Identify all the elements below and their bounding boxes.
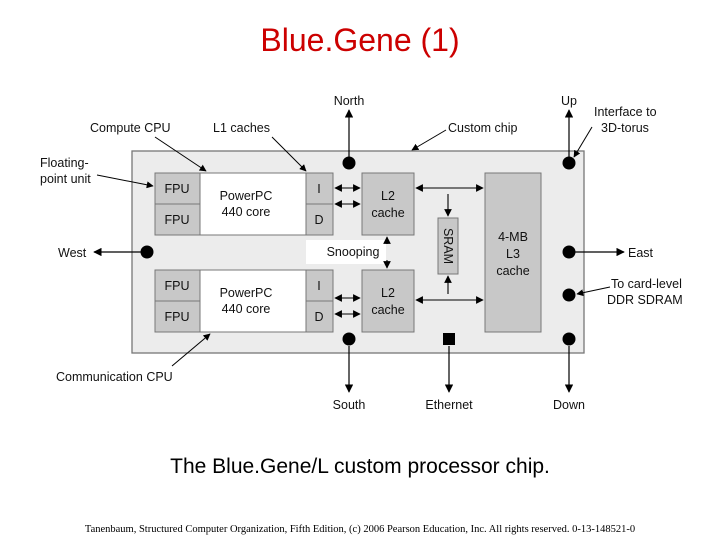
l3-line2: L3 (506, 247, 520, 261)
sram-label: SRAM (441, 228, 455, 264)
powerpc-upper-line2: 440 core (222, 205, 271, 219)
compute-cpu-pointer (154, 136, 207, 172)
fpu-upper-2-label: FPU (165, 213, 190, 227)
custom-chip-pointer (411, 129, 447, 151)
west-label: West (58, 246, 87, 260)
l1-caches-label: L1 caches (213, 121, 270, 135)
interface-label-line1: Interface to (594, 105, 657, 119)
l2-lower-line2: cache (371, 303, 404, 317)
fpu-upper-2 (154, 203, 201, 236)
down-port (562, 332, 576, 346)
fpu-upper-1-label: FPU (165, 182, 190, 196)
l1-data-cache-upper (305, 203, 334, 236)
powerpc-core-upper (199, 172, 307, 236)
north-port (342, 156, 356, 170)
snooping-area (306, 240, 386, 264)
fpu-lower-2-label: FPU (165, 310, 190, 324)
ethernet-port (443, 333, 455, 345)
communication-cpu-label: Communication CPU (56, 370, 173, 384)
card-level-label-line2: DDR SDRAM (607, 293, 683, 307)
south-port (342, 332, 356, 346)
l2-cache-lower (361, 269, 415, 333)
figure-caption: The Blue.Gene/L custom processor chip. (170, 455, 550, 478)
up-port (562, 156, 576, 170)
floating-point-label-line2: point unit (40, 172, 91, 186)
fpu-upper-1 (154, 172, 201, 205)
l3-line3: cache (496, 264, 529, 278)
up-label: Up (561, 94, 577, 108)
l1-caches-pointer (271, 136, 307, 172)
sram-block (437, 217, 459, 275)
l1-i-upper-label: I (317, 182, 320, 196)
l2-lower-line1: L2 (381, 286, 395, 300)
copyright-footer: Tanenbaum, Structured Computer Organizat… (84, 524, 636, 535)
l1-instruction-cache-lower (305, 269, 334, 302)
l1-i-lower-label: I (317, 279, 320, 293)
powerpc-lower-line1: PowerPC (220, 286, 273, 300)
fpu-lower-1-label: FPU (165, 279, 190, 293)
north-label: North (334, 94, 365, 108)
south-label: South (333, 398, 366, 412)
snooping-label: Snooping (327, 245, 380, 259)
l2-upper-line1: L2 (381, 189, 395, 203)
west-port (140, 245, 154, 259)
l2-upper-line2: cache (371, 206, 404, 220)
floating-point-pointer (96, 174, 154, 189)
ethernet-label: Ethernet (425, 398, 473, 412)
compute-cpu-label: Compute CPU (90, 121, 171, 135)
powerpc-core-lower (199, 269, 307, 333)
l1-data-cache-lower (305, 300, 334, 333)
floating-point-label-line1: Floating- (40, 156, 89, 170)
ddr-port (562, 288, 576, 302)
down-label: Down (553, 398, 585, 412)
ddr-pointer (576, 286, 611, 297)
l1-d-upper-label: D (314, 213, 323, 227)
l3-cache-block (484, 172, 542, 333)
l3-line1: 4-MB (498, 230, 528, 244)
powerpc-upper-line1: PowerPC (220, 189, 273, 203)
custom-chip-label: Custom chip (448, 121, 518, 135)
l1-d-lower-label: D (314, 310, 323, 324)
interface-pointer (573, 126, 593, 158)
l2-cache-upper (361, 172, 415, 236)
card-level-label-line1: To card-level (611, 277, 682, 291)
interface-label-line2: 3D-torus (601, 121, 649, 135)
east-port (562, 245, 576, 259)
slide-title: Blue.Gene (1) (260, 22, 460, 58)
communication-cpu-pointer (171, 333, 211, 367)
powerpc-lower-line2: 440 core (222, 302, 271, 316)
bluegene-chip-diagram: FPU FPU PowerPC 440 core I D FPU FPU Pow… (40, 94, 683, 412)
east-label: East (628, 246, 654, 260)
